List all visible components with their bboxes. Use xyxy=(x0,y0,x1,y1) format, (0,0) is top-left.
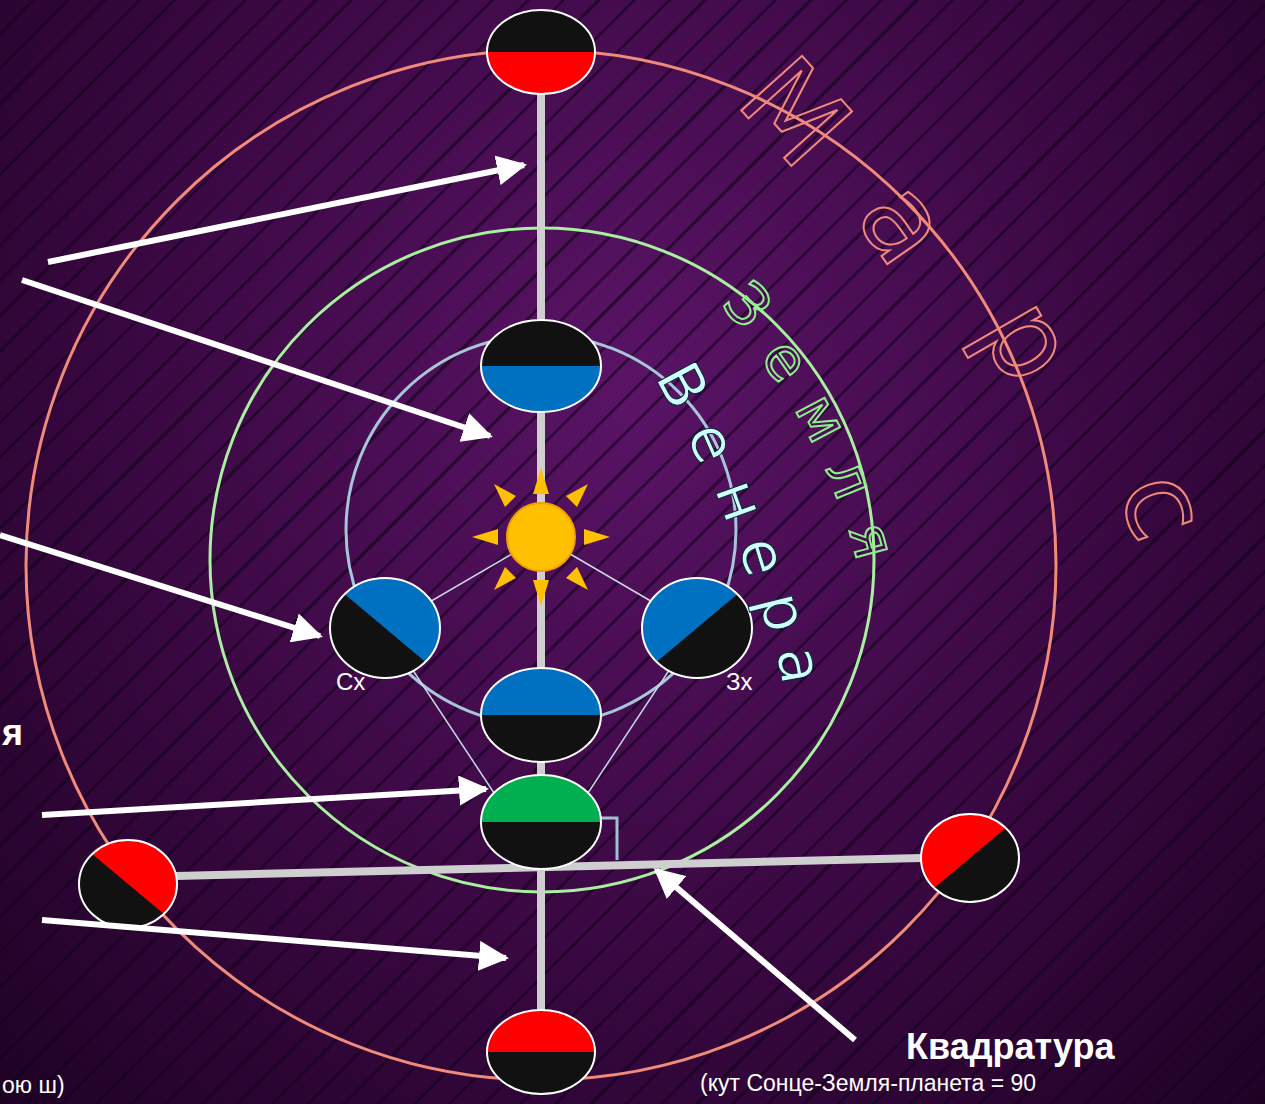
callout-text: я xyxy=(2,712,23,754)
mars-planet xyxy=(480,0,610,112)
venus-planet xyxy=(315,529,484,698)
callout-title: Квадратура xyxy=(906,1026,1115,1068)
mars-planet xyxy=(871,759,1040,928)
pointer-arrow xyxy=(0,165,855,1040)
earth-planet xyxy=(470,765,610,885)
elongation-label: Зх xyxy=(726,668,753,696)
earth-orbit xyxy=(210,228,874,892)
venus-planet xyxy=(470,650,610,780)
mars-planet xyxy=(480,995,610,1104)
elongation-label: Сх xyxy=(336,668,365,696)
sun-symbol xyxy=(472,468,610,606)
callout-note: ою ш) xyxy=(2,1072,65,1099)
geometry-lines xyxy=(385,537,697,864)
mars-orbit xyxy=(26,50,1056,1080)
callout-note: (кут Сонце-Земля-планета = 90 xyxy=(700,1070,1036,1097)
venus-planet xyxy=(470,310,610,430)
